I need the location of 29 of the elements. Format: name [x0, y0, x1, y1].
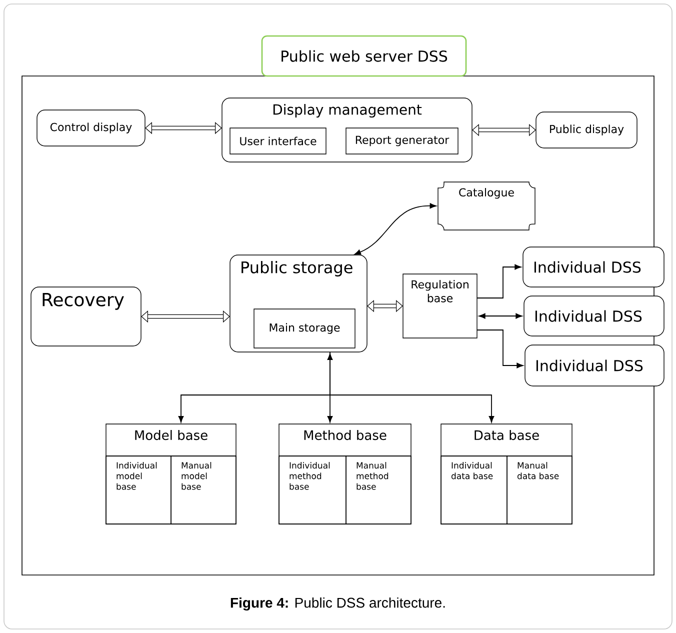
box: Manual method base: [346, 456, 412, 524]
box: Individual method base: [278, 456, 346, 524]
arrow: [330, 352, 494, 423]
arrow: [354, 203, 436, 255]
rounded-box: Individual DSS: [522, 246, 664, 288]
box: Individual data base: [440, 456, 508, 524]
box: User interface: [230, 128, 326, 154]
arrow: [145, 122, 222, 134]
arrow: [476, 264, 522, 298]
rounded-box: Public display: [536, 112, 638, 148]
arrow: [367, 300, 403, 312]
box: Report generator: [346, 128, 458, 154]
catalogue-box: Catalogue: [438, 182, 536, 230]
rounded-box: Control display: [36, 110, 146, 146]
arrow: [472, 124, 536, 136]
rounded-box: Individual DSS: [524, 344, 664, 386]
box: Manual model base: [170, 456, 236, 524]
box: Manual data base: [506, 456, 572, 524]
rounded-box: Individual DSS: [524, 296, 664, 336]
title-box: Public web server DSS: [261, 35, 467, 77]
arrow: [141, 310, 230, 323]
caption: Figure 4: Public DSS architecture.: [230, 597, 445, 611]
box: Main storage: [254, 308, 356, 348]
arrow: [478, 313, 522, 319]
arrow: [476, 330, 524, 368]
arrow: [327, 353, 333, 423]
rounded-box: Recovery: [30, 286, 142, 346]
box: Regulation base: [402, 274, 478, 338]
box: Individual model base: [106, 456, 172, 524]
